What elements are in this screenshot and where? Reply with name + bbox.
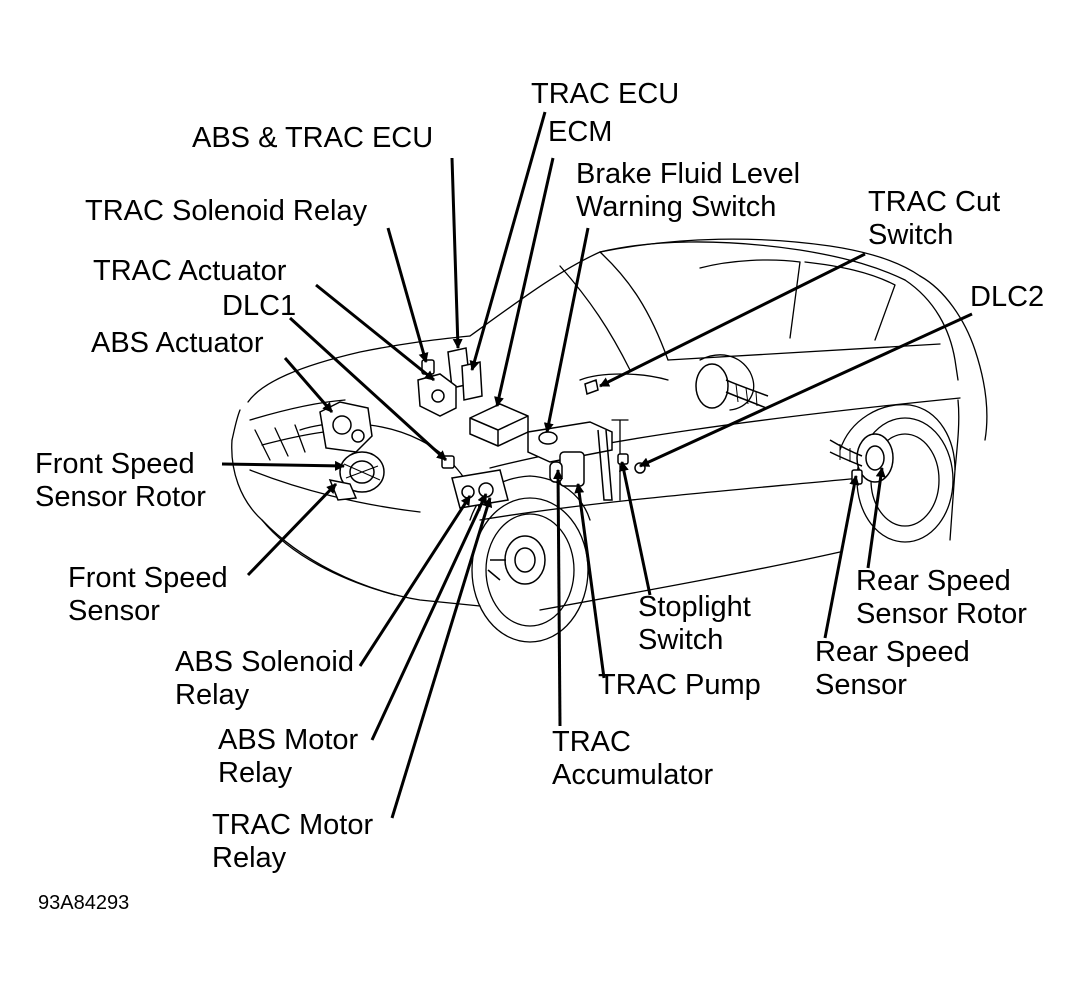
label-front-rotor-2: Sensor Rotor bbox=[35, 481, 206, 513]
label-trac-ecu: TRAC ECU bbox=[531, 78, 680, 110]
arrow-trac-motor bbox=[390, 497, 493, 819]
label-brake-fluid-2: Warning Switch bbox=[576, 191, 777, 223]
label-trac-motor-1: TRAC Motor bbox=[212, 809, 374, 841]
label-abs-motor-1: ABS Motor bbox=[218, 724, 359, 756]
label-trac-cut-2: Switch bbox=[868, 219, 954, 251]
front-hub-part bbox=[487, 535, 546, 585]
label-brake-fluid-1: Brake Fluid Level bbox=[576, 158, 801, 190]
label-abs-motor-2: Relay bbox=[218, 757, 293, 789]
figure-code: 93A84293 bbox=[38, 892, 130, 914]
label-rear-rotor-2: Sensor Rotor bbox=[856, 598, 1027, 630]
arrow-dlc1 bbox=[288, 316, 448, 462]
front-rotor-part bbox=[339, 451, 385, 493]
label-trac-motor-2: Relay bbox=[212, 842, 287, 874]
label-trac-cut-1: TRAC Cut bbox=[868, 186, 1001, 218]
label-abs-solenoid-1: ABS Solenoid bbox=[175, 646, 354, 678]
label-abs-solenoid-2: Relay bbox=[175, 679, 250, 711]
trac-cut-switch-part bbox=[584, 378, 599, 396]
label-trac-acc-1: TRAC bbox=[552, 726, 631, 758]
arrow-trac-cut bbox=[599, 252, 866, 388]
label-rear-sensor-2: Sensor bbox=[815, 669, 907, 701]
label-rear-sensor-1: Rear Speed bbox=[815, 636, 970, 668]
arrow-ecm bbox=[494, 157, 555, 407]
label-front-sensor-1: Front Speed bbox=[68, 562, 228, 594]
arrow-trac-ecu bbox=[469, 111, 547, 371]
arrow-trac-accumulator bbox=[553, 469, 564, 727]
arrow-trac-solenoid bbox=[386, 227, 429, 363]
trac-pump-part bbox=[559, 451, 585, 487]
label-stoplight-1: Stoplight bbox=[638, 591, 751, 623]
label-abs-actuator: ABS Actuator bbox=[91, 327, 264, 359]
arrow-trac-actuator bbox=[315, 283, 435, 382]
arrow-front-rotor bbox=[221, 460, 345, 471]
components bbox=[319, 347, 894, 585]
arrow-rear-rotor bbox=[866, 467, 886, 569]
label-ecm: ECM bbox=[548, 116, 613, 148]
trac-accumulator-part bbox=[549, 461, 563, 483]
arrow-front-sensor bbox=[246, 482, 338, 577]
arrow-abs-trac-ecu bbox=[450, 157, 463, 349]
arrow-abs-solenoid bbox=[358, 495, 472, 667]
arrow-brake-fluid bbox=[543, 227, 590, 433]
label-trac-solenoid-relay: TRAC Solenoid Relay bbox=[85, 195, 368, 227]
label-rear-rotor-1: Rear Speed bbox=[856, 565, 1011, 597]
arrow-trac-pump bbox=[574, 483, 606, 679]
label-stoplight-2: Switch bbox=[638, 624, 724, 656]
label-abs-trac-ecu: ABS & TRAC ECU bbox=[192, 122, 434, 154]
label-front-sensor-2: Sensor bbox=[68, 595, 160, 627]
arrow-abs-actuator bbox=[283, 357, 334, 413]
rear-axle-part bbox=[695, 363, 769, 409]
label-dlc1: DLC1 bbox=[222, 290, 297, 322]
leader-lines bbox=[221, 111, 973, 819]
arrow-stoplight bbox=[618, 461, 652, 596]
ecm-part bbox=[469, 403, 529, 447]
label-trac-acc-2: Accumulator bbox=[552, 759, 714, 791]
label-front-rotor-1: Front Speed bbox=[35, 448, 195, 480]
arrow-rear-sensor bbox=[823, 475, 860, 639]
label-dlc2: DLC2 bbox=[970, 281, 1045, 313]
label-trac-actuator: TRAC Actuator bbox=[93, 255, 287, 287]
label-trac-pump: TRAC Pump bbox=[598, 669, 761, 701]
arrow-dlc2 bbox=[639, 312, 973, 468]
arrow-abs-motor bbox=[370, 493, 488, 741]
